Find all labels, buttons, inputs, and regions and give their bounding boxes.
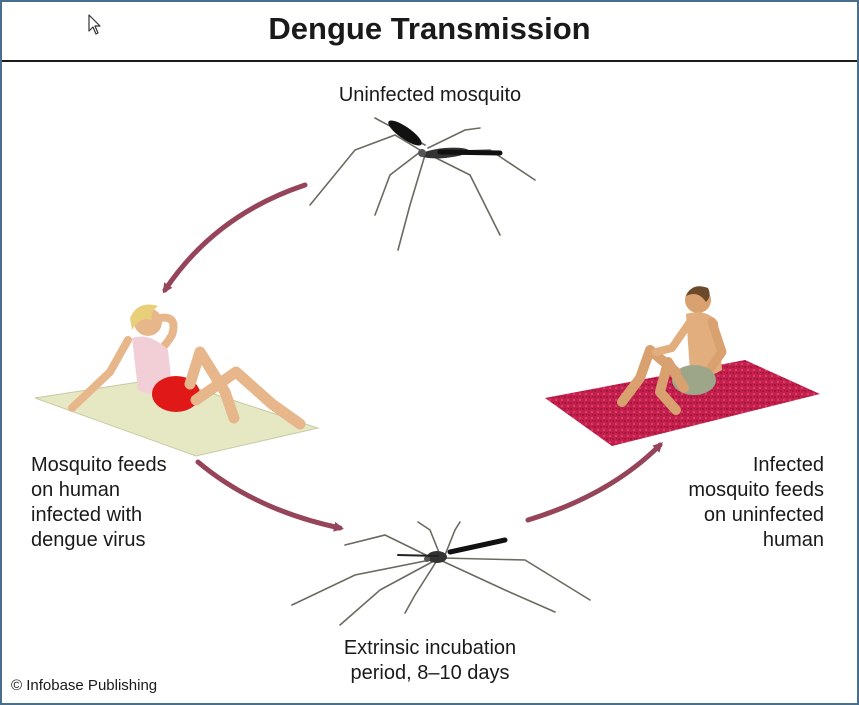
label-extrinsic-incubation: Extrinsic incubation period, 8–10 days — [280, 636, 580, 686]
label-mosquito-feeds-infected: Mosquito feeds on human infected with de… — [31, 453, 231, 553]
mosquito-icon — [309, 117, 536, 251]
label-infected-mosquito-feeds: Infected mosquito feeds on uninfected hu… — [620, 453, 824, 553]
arrow-bottom-to-right — [525, 442, 663, 523]
left-mat — [34, 377, 320, 457]
label-line: period, 8–10 days — [350, 662, 510, 684]
title-bar: Dengue Transmission — [2, 2, 857, 62]
label-line: on uninfected — [703, 504, 824, 526]
label-line: mosquito feeds — [688, 479, 824, 501]
right-mat — [545, 360, 820, 446]
mouse-cursor-icon — [88, 14, 101, 35]
label-line: Extrinsic incubation — [343, 637, 517, 659]
label-line: Infected — [752, 454, 824, 476]
arrow-left-to-bottom — [195, 459, 344, 532]
label-line: human — [762, 529, 824, 551]
label-line: Mosquito feeds — [31, 454, 167, 476]
label-line: dengue virus — [31, 529, 146, 551]
human-figure-icon — [34, 304, 320, 457]
publisher-credit: © Infobase Publishing — [11, 677, 158, 694]
label-line: on human — [31, 479, 120, 501]
label-line: infected with — [31, 504, 143, 526]
label-uninfected-mosquito: Uninfected mosquito — [250, 83, 610, 108]
diagram-title: Dengue Transmission — [268, 11, 591, 46]
mosquito-icon — [291, 521, 591, 626]
label-line: Uninfected mosquito — [338, 84, 522, 106]
arrow-top-to-left — [162, 182, 308, 294]
human-figure-icon — [545, 286, 820, 446]
